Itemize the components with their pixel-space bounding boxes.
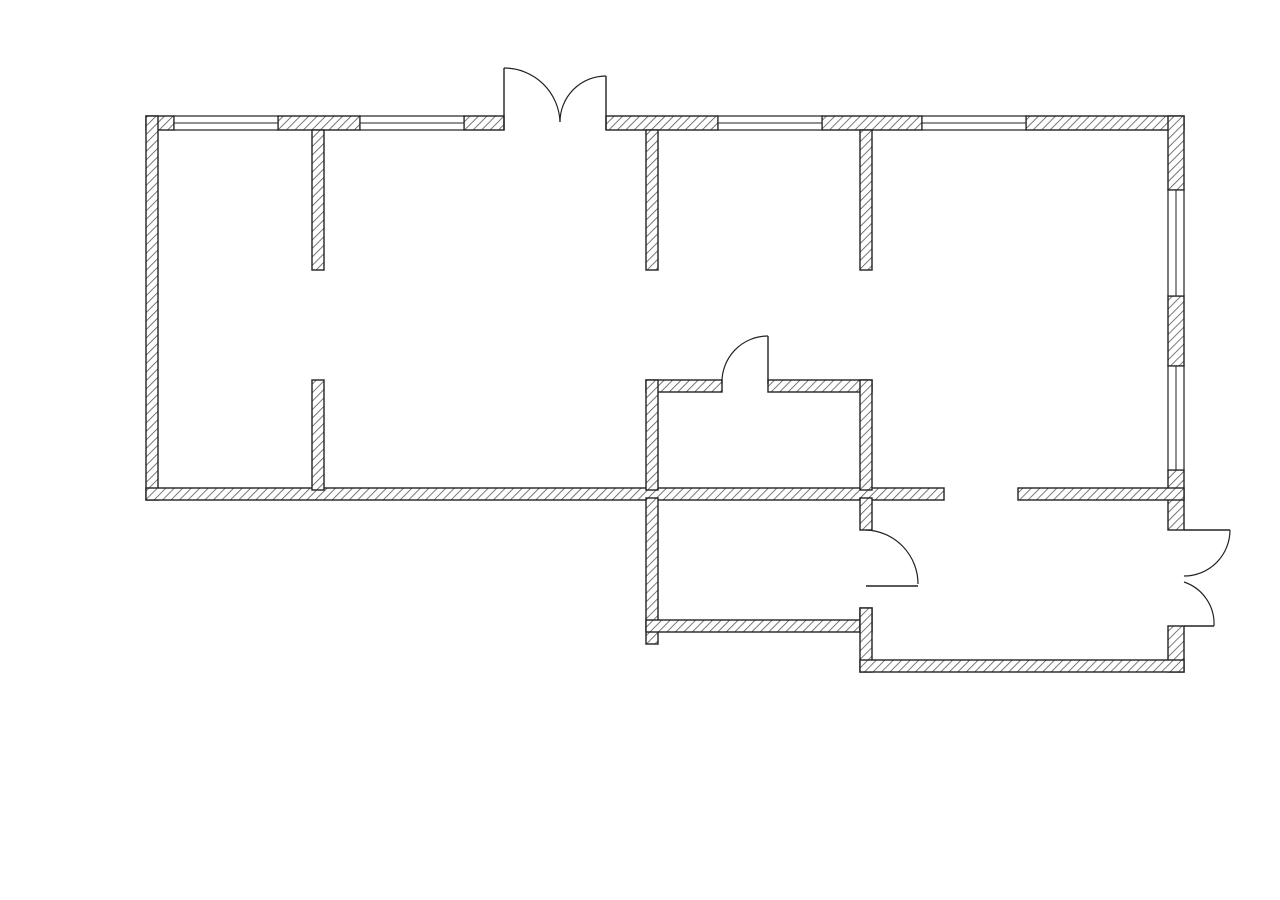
- windows-top: [173, 115, 1027, 131]
- window-top-1: [173, 115, 279, 131]
- side-exit-double-door: [1183, 529, 1231, 627]
- window-right-2: [1167, 365, 1185, 471]
- inner-room: [645, 379, 873, 491]
- windows-right: [1167, 189, 1185, 471]
- interior-partitions: [311, 129, 873, 491]
- window-top-3: [717, 115, 823, 131]
- inner-room-door: [721, 335, 769, 385]
- window-right-1: [1167, 189, 1185, 297]
- exterior-wall-top: [145, 115, 1185, 131]
- lower-room-door: [865, 529, 919, 587]
- main-bottom-wall: [145, 487, 1185, 501]
- main-entrance-double-door: [503, 67, 607, 130]
- lower-small-room: [645, 497, 873, 645]
- window-top-4: [921, 115, 1027, 131]
- exterior-wall-left: [145, 115, 159, 501]
- lower-right-hall: [859, 607, 1185, 673]
- window-top-2: [359, 115, 465, 131]
